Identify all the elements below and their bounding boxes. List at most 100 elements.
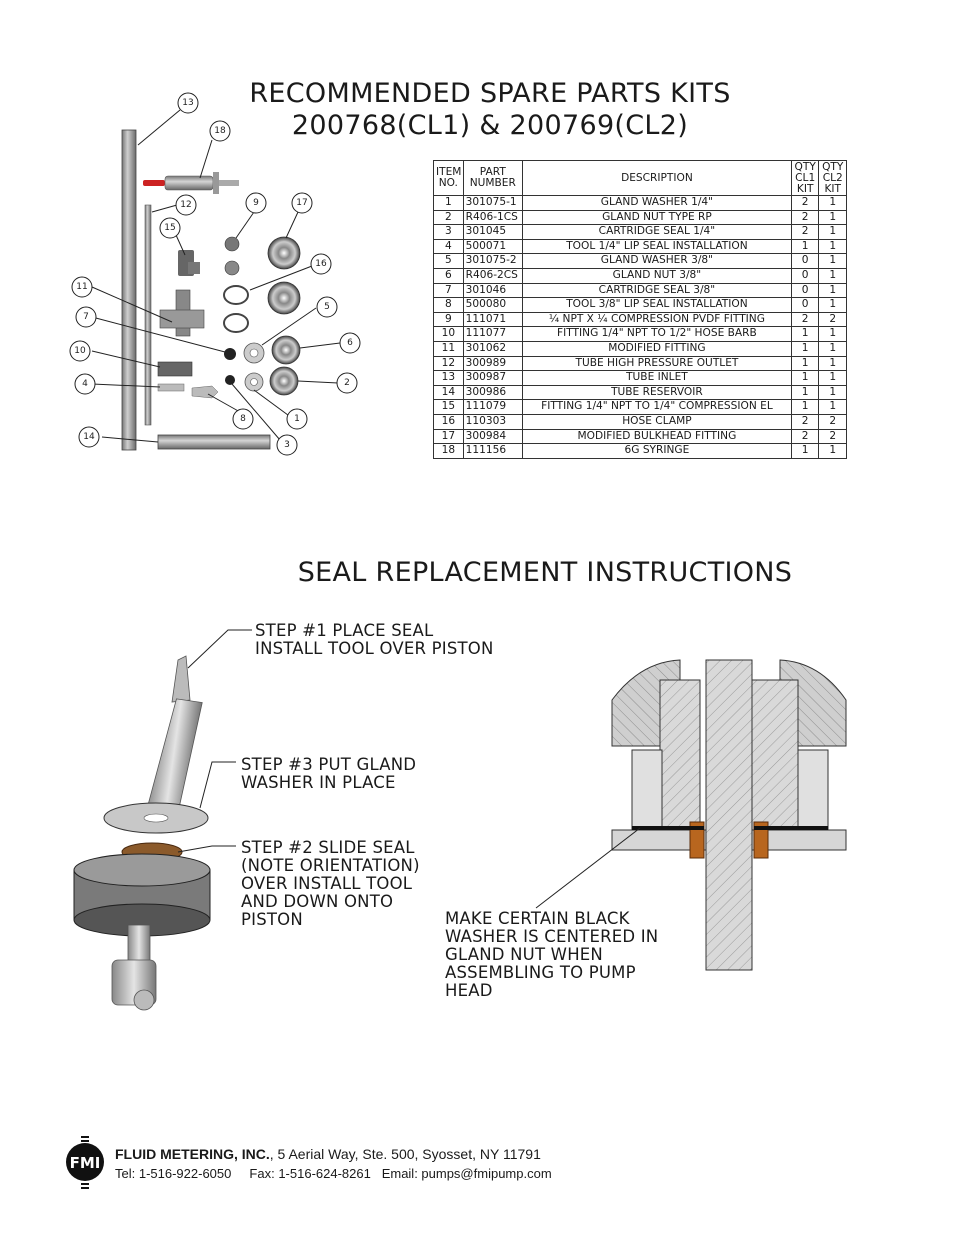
header-item-line: NO. bbox=[438, 177, 458, 189]
header-part-line: NUMBER bbox=[469, 177, 516, 189]
gland-nut-3-8 bbox=[271, 335, 301, 365]
header-item-line: ITEM bbox=[436, 166, 462, 178]
header-part-number: PART NUMBER bbox=[462, 160, 523, 196]
step1-line: INSTALL TOOL OVER PISTON bbox=[255, 639, 494, 658]
email[interactable]: Email: pumps@fmipump.com bbox=[381, 1166, 552, 1181]
step3-line: WASHER IN PLACE bbox=[241, 773, 396, 792]
note-line: HEAD bbox=[445, 981, 493, 1000]
balloon-label: 11 bbox=[76, 282, 87, 292]
company-address: , 5 Aerial Way, Ste. 500, Syosset, NY 11… bbox=[269, 1146, 541, 1162]
hose-barb-fitting bbox=[157, 361, 193, 377]
step2-line: PISTON bbox=[241, 910, 303, 929]
table-header-row: ITEM NO. PART NUMBER DESCRIPTION QTY CL1… bbox=[433, 160, 847, 196]
cartridge-seal-1-4 bbox=[225, 375, 235, 385]
balloon-label: 13 bbox=[182, 98, 193, 108]
modified-fitting bbox=[159, 289, 205, 337]
balloon-label: 7 bbox=[83, 312, 89, 322]
balloon-label: 4 bbox=[82, 379, 88, 389]
cross-section-view bbox=[611, 659, 847, 971]
note-line: MAKE CERTAIN BLACK bbox=[445, 909, 630, 928]
header-part-line: PART bbox=[479, 166, 506, 178]
bulkhead-fitting bbox=[267, 236, 301, 270]
balloon-label: 2 bbox=[344, 378, 350, 388]
header-q1-line: KIT bbox=[796, 182, 814, 195]
seal-instructions-title: SEAL REPLACEMENT INSTRUCTIONS bbox=[297, 557, 793, 588]
hose-clamp bbox=[223, 285, 249, 305]
balloon-label: 18 bbox=[214, 126, 226, 136]
balloon-label: 12 bbox=[180, 200, 191, 210]
balloon-label: 17 bbox=[296, 198, 307, 208]
step2-line: (NOTE ORIENTATION) bbox=[241, 856, 420, 875]
step2-text: STEP #2 SLIDE SEAL (NOTE ORIENTATION) OV… bbox=[241, 839, 420, 929]
balloon-label: 16 bbox=[315, 259, 327, 269]
fmi-logo-text: FMI bbox=[70, 1154, 101, 1172]
kits-subtitle: 200768(CL1) & 200769(CL2) bbox=[291, 110, 689, 141]
step1-text: STEP #1 PLACE SEAL INSTALL TOOL OVER PIS… bbox=[255, 622, 494, 658]
description-cell: 6G SYRINGE bbox=[521, 443, 792, 459]
header-q1-line: CL1 bbox=[795, 171, 816, 184]
step2-line: OVER INSTALL TOOL bbox=[241, 874, 413, 893]
kits-title: RECOMMENDED SPARE PARTS KITS bbox=[249, 78, 731, 109]
cartridge-seal-3-8 bbox=[224, 348, 236, 360]
note-line: GLAND NUT WHEN bbox=[445, 945, 603, 964]
qty-cl2-cell: 1 bbox=[818, 443, 847, 459]
step3-line: STEP #3 PUT GLAND bbox=[241, 755, 417, 774]
piston-assembly bbox=[73, 655, 211, 1011]
company-line: FLUID METERING, INC., 5 Aerial Way, Ste.… bbox=[115, 1146, 541, 1162]
fax: Fax: 1-516-624-8261 bbox=[249, 1166, 371, 1181]
tel: Tel: 1-516-922-6050 bbox=[115, 1166, 232, 1181]
balloon-label: 14 bbox=[83, 432, 95, 442]
header-q2-line: QTY bbox=[822, 160, 844, 173]
balloon-label: 6 bbox=[347, 338, 353, 348]
compression-nut bbox=[224, 260, 240, 276]
balloon-label: 3 bbox=[284, 440, 290, 450]
compression-nut bbox=[224, 236, 240, 252]
balloon-label: 5 bbox=[324, 302, 330, 312]
tool-three-eighths bbox=[191, 385, 219, 399]
tool-quarter bbox=[157, 383, 185, 392]
company-name: FLUID METERING, INC. bbox=[115, 1146, 270, 1162]
qty-cl1-cell: 1 bbox=[790, 443, 820, 459]
tube-inlet bbox=[121, 129, 137, 451]
header-item: ITEM NO. bbox=[433, 160, 464, 196]
bulkhead-fitting bbox=[267, 281, 301, 315]
qty-cl2-cell: 1 bbox=[818, 282, 847, 299]
step2-line: AND DOWN ONTO bbox=[241, 892, 394, 911]
balloon-label: 1 bbox=[294, 414, 300, 424]
note-line: WASHER IS CENTERED IN bbox=[445, 927, 659, 946]
part-number-cell: 111156 bbox=[462, 443, 523, 459]
balloon-label: 9 bbox=[253, 198, 259, 208]
note-line: ASSEMBLING TO PUMP bbox=[445, 963, 636, 982]
qty-cl2-cell: 1 bbox=[818, 297, 847, 313]
qty-cl2-cell: 1 bbox=[818, 326, 847, 342]
step2-line: STEP #2 SLIDE SEAL bbox=[241, 838, 415, 857]
header-q2-line: KIT bbox=[824, 182, 841, 195]
elbow-fitting bbox=[178, 250, 200, 276]
washer-note: MAKE CERTAIN BLACK WASHER IS CENTERED IN… bbox=[445, 910, 658, 1000]
balloon-label: 15 bbox=[164, 223, 175, 233]
hose-clamp bbox=[223, 313, 249, 333]
syringe bbox=[143, 172, 239, 194]
step1-line: STEP #1 PLACE SEAL bbox=[255, 621, 434, 640]
header-q2-line: CL2 bbox=[822, 171, 843, 184]
header-description: DESCRIPTION bbox=[521, 160, 792, 196]
balloon-label: 8 bbox=[240, 414, 246, 424]
step3-text: STEP #3 PUT GLAND WASHER IN PLACE bbox=[241, 756, 416, 792]
header-q1-line: QTY bbox=[794, 160, 816, 173]
